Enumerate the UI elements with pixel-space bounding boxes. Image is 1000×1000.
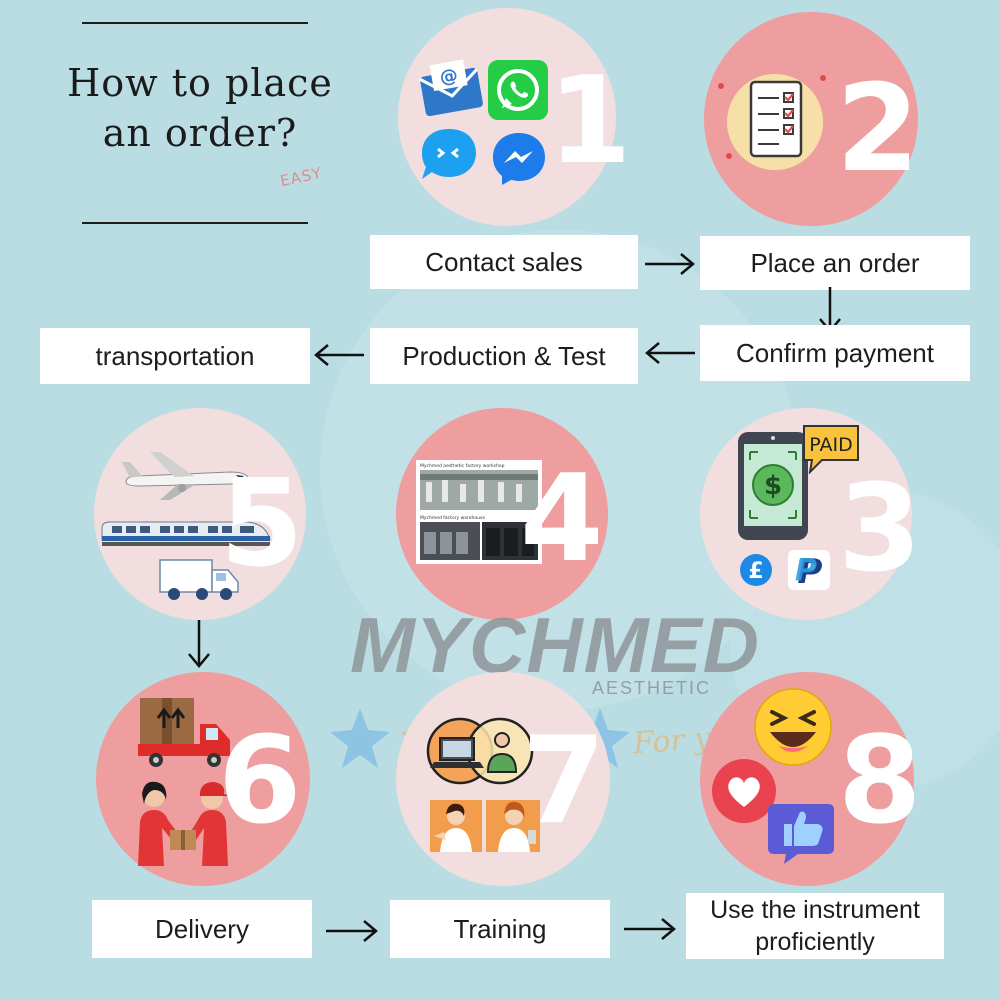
page-title: How to place an order? [55,58,345,158]
title-line-2: an order? [103,111,298,155]
svg-text:$: $ [764,471,782,501]
arrow-left-icon [643,340,697,366]
step-3-label: Confirm payment [700,325,970,381]
title-line-1: How to place [67,61,333,105]
laptop-person-icon [424,716,536,786]
paypal-icon: P P [788,550,830,590]
step-8-number: 8 [838,722,922,842]
step-6-number: 6 [218,722,302,842]
step-1-label: Contact sales [370,235,638,289]
step-7-label: Training [390,900,610,958]
email-icon: @ [418,58,484,120]
laughing-emoji-icon [752,686,834,768]
step-5-number: 5 [220,465,304,585]
step-8-label: Use the instrument proficiently [686,893,944,959]
svg-text:@: @ [438,65,459,89]
step-2-label: Place an order [700,236,970,290]
photo-caption-2: Mychmed factory warehouse [420,515,485,521]
step-3-number: 3 [838,470,922,590]
messenger-icon [490,130,548,188]
whatsapp-icon [488,60,548,120]
arrow-right-icon [643,251,697,277]
svg-text:£: £ [748,559,763,584]
step-1-number: 1 [548,62,632,182]
step-7-number: 7 [522,722,606,842]
step-6-label: Delivery [92,900,312,958]
step-2-number: 2 [836,70,920,190]
title-top-rule [82,22,308,24]
step-4-label: Production & Test [370,328,638,384]
photo-caption-1: Mychmed aesthetic factory workshop [420,463,505,469]
step-5-label: transportation [40,328,310,384]
arrow-down-icon [186,618,212,670]
chat-bubble-icon [418,125,480,183]
brand-watermark-sub: AESTHETIC [592,678,711,699]
arrow-right-icon [622,916,678,942]
title-bottom-rule [82,222,308,224]
pound-icon: £ [738,552,774,588]
thumbs-up-icon [766,800,836,866]
step-4-number: 4 [520,460,604,580]
checklist-icon [713,70,837,174]
arrow-right-icon [324,918,380,944]
arrow-left-icon [312,342,366,368]
paid-badge-text: PAID [809,434,852,456]
svg-text:P: P [795,553,817,588]
